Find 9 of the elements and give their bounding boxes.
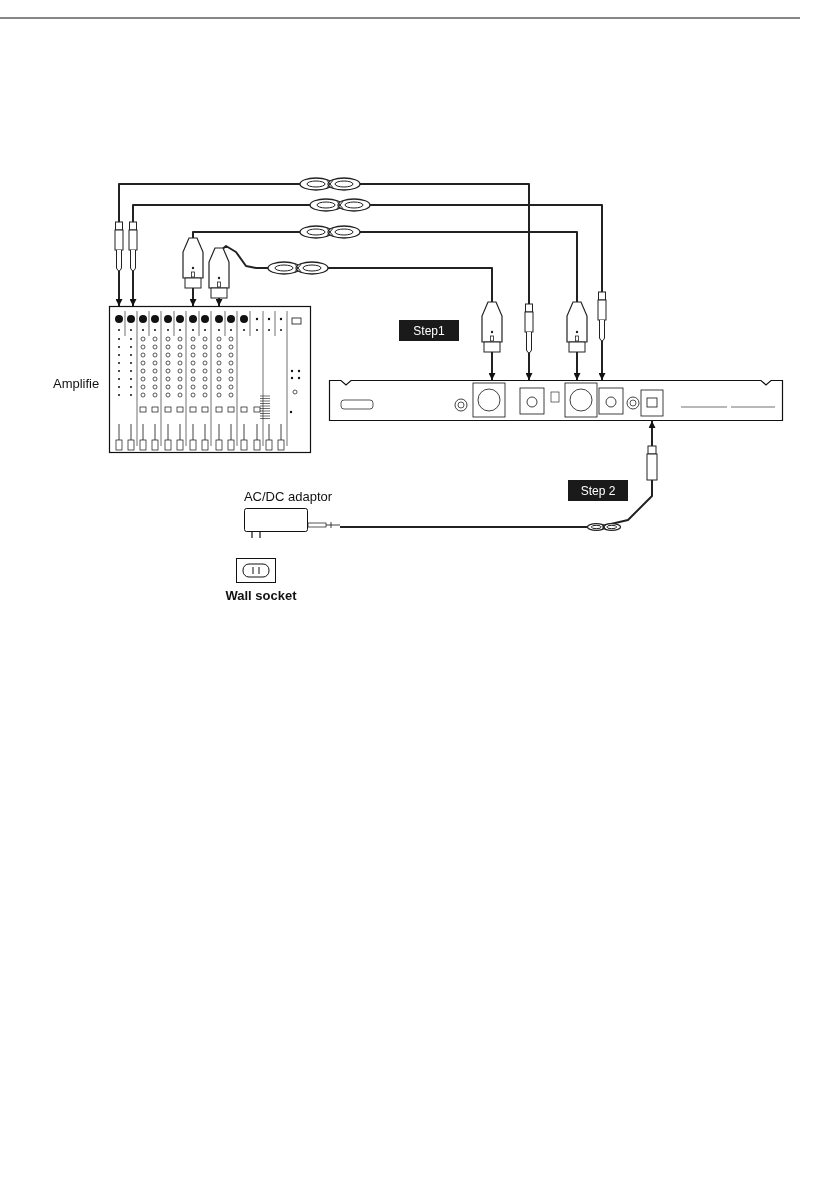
- cable: [115, 183, 533, 381]
- device-label: Amplifie: [53, 376, 100, 391]
- cable: [189, 231, 581, 381]
- cable: [339, 420, 656, 528]
- cable: [129, 204, 606, 381]
- step-tag: Step 2: [568, 480, 628, 501]
- step-tag: Step1: [399, 320, 459, 341]
- device-label: Wall socket: [224, 588, 298, 603]
- device-label: AC/DC adaptor: [242, 489, 334, 504]
